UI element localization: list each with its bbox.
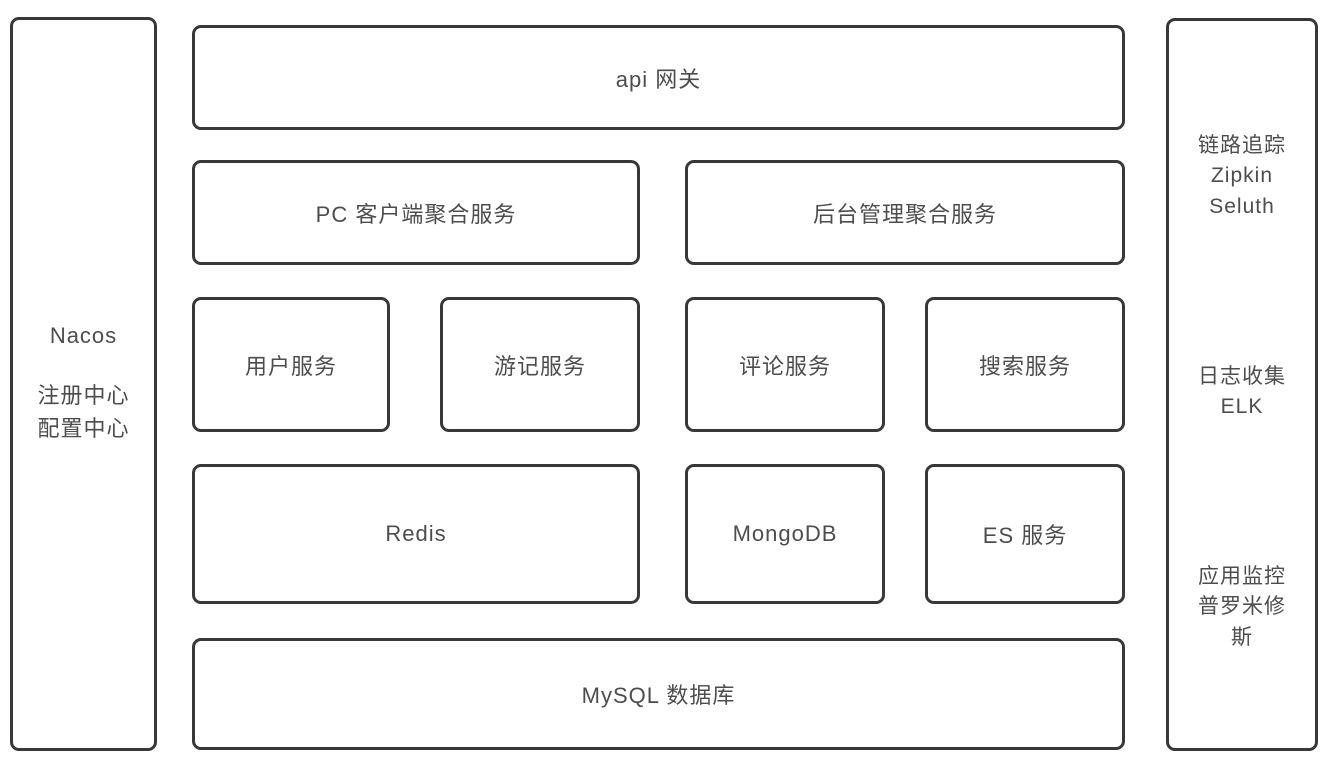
tracing-label: 链路追踪	[1198, 134, 1286, 157]
mysql-database-label: MySQL 数据库	[581, 683, 736, 708]
es-service-label: ES 服务	[982, 523, 1068, 548]
node-redis: Redis	[192, 464, 640, 604]
nacos-title: Nacos	[49, 323, 118, 348]
monitoring-group: 应用监控 普罗米修斯	[1195, 562, 1289, 653]
travel-notes-service-label: 游记服务	[493, 353, 586, 379]
log-collect-label: 日志收集	[1198, 364, 1286, 388]
redis-label: Redis	[385, 521, 447, 546]
nacos-registry-label: 注册中心	[37, 383, 130, 408]
node-comment-service: 评论服务	[685, 297, 885, 432]
user-service-label: 用户服务	[244, 353, 337, 379]
elk-label: ELK	[1220, 395, 1264, 418]
search-service-label: 搜索服务	[978, 353, 1071, 379]
node-es-service: ES 服务	[925, 464, 1125, 604]
zipkin-label: Zipkin	[1210, 164, 1274, 188]
node-api-gateway: api 网关	[192, 25, 1125, 130]
mongodb-label: MongoDB	[732, 521, 838, 546]
node-search-service: 搜索服务	[925, 297, 1125, 432]
prometheus-label: 普罗米修斯	[1198, 595, 1286, 649]
tracing-group: 链路追踪 Zipkin Seluth	[1198, 131, 1286, 222]
comment-service-label: 评论服务	[738, 353, 831, 379]
node-pc-aggregation-service: PC 客户端聚合服务	[192, 160, 640, 265]
nacos-config-label: 配置中心	[37, 416, 130, 441]
node-admin-aggregation-service: 后台管理聚合服务	[685, 160, 1125, 265]
pc-aggregation-label: PC 客户端聚合服务	[315, 201, 517, 227]
panel-observability: 链路追踪 Zipkin Seluth 日志收集 ELK 应用监控 普罗米修斯	[1166, 18, 1318, 751]
admin-aggregation-label: 后台管理聚合服务	[812, 201, 997, 227]
panel-nacos: Nacos 注册中心 配置中心	[10, 17, 157, 751]
node-travel-notes-service: 游记服务	[440, 297, 640, 432]
app-monitor-label: 应用监控	[1198, 564, 1286, 588]
node-user-service: 用户服务	[192, 297, 390, 432]
logging-group: 日志收集 ELK	[1198, 362, 1286, 423]
seluth-label: Seluth	[1209, 194, 1275, 218]
node-mongodb: MongoDB	[685, 464, 885, 604]
node-mysql-database: MySQL 数据库	[192, 638, 1125, 750]
api-gateway-label: api 网关	[615, 66, 702, 92]
